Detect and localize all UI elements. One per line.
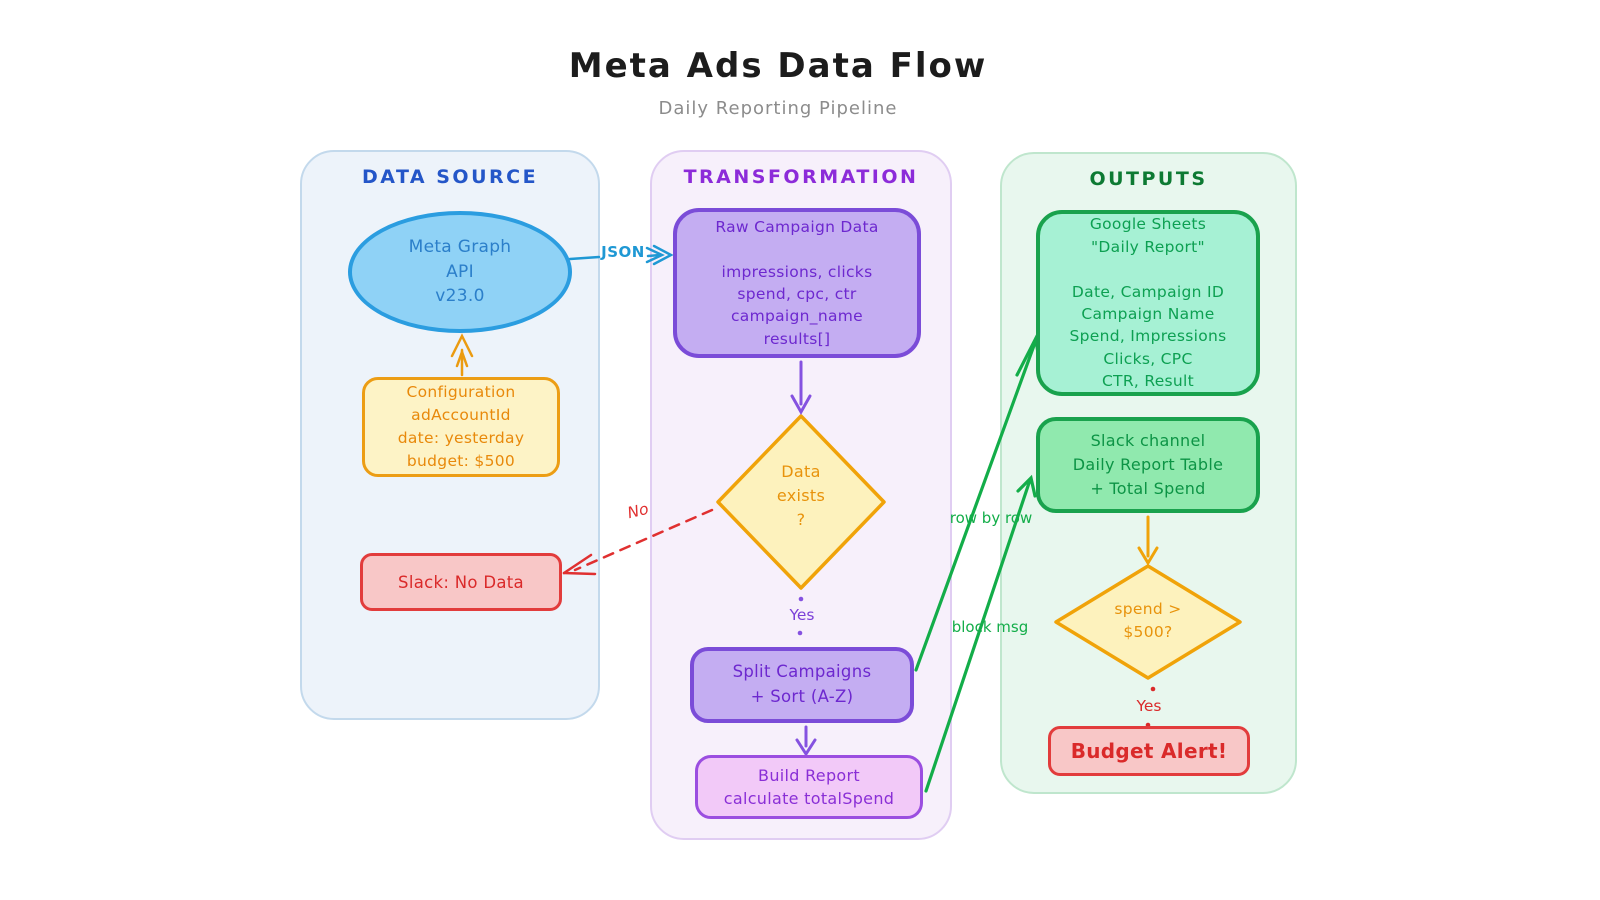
configuration-node: Configuration adAccountId date: yesterda… (362, 377, 560, 477)
data-source-header: DATA SOURCE (361, 166, 539, 188)
budget-alert-node: Budget Alert! (1048, 726, 1250, 776)
budget-alert-label: Budget Alert! (1070, 739, 1228, 763)
spend-check-label: spend > $500? (1114, 600, 1182, 642)
google-sheets-node: Google Sheets "Daily Report" Date, Campa… (1036, 210, 1260, 396)
diagram-title: Meta Ads Data Flow (568, 46, 988, 86)
edge-label-json: JSON (601, 243, 645, 261)
build-report-node: Build Report calculate totalSpend (695, 755, 923, 819)
build-report-label: Build Report calculate totalSpend (723, 765, 895, 808)
transformation-header: TRANSFORMATION (683, 166, 919, 188)
google-sheets-label: Google Sheets "Daily Report" Date, Campa… (1069, 215, 1227, 391)
split-campaigns-node: Split Campaigns + Sort (A-Z) (690, 647, 914, 723)
edge-label-block-msg: block msg (951, 618, 1029, 636)
configuration-label: Configuration adAccountId date: yesterda… (397, 382, 525, 471)
edge-label-row-by-row: row by row (949, 509, 1033, 527)
raw-campaign-data-label: Raw Campaign Data impressions, clicks sp… (715, 217, 879, 348)
slack-no-data-node: Slack: No Data (360, 553, 562, 611)
raw-campaign-data-node: Raw Campaign Data impressions, clicks sp… (673, 208, 921, 358)
api-label: Meta Graph API v23.0 (408, 237, 512, 307)
edge-label-yes-transformation: Yes (789, 606, 815, 624)
data-exists-label: Data exists ? (776, 462, 826, 529)
api-ellipse-node: Meta Graph API v23.0 (348, 211, 572, 333)
slack-channel-label: Slack channel Daily Report Table + Total… (1072, 431, 1224, 498)
diagram-subtitle: Daily Reporting Pipeline (658, 98, 898, 119)
slack-channel-node: Slack channel Daily Report Table + Total… (1036, 417, 1260, 513)
spend-check-label-wrap: spend > $500? (1088, 598, 1208, 645)
slack-no-data-label: Slack: No Data (398, 572, 524, 592)
split-campaigns-label: Split Campaigns + Sort (A-Z) (732, 662, 872, 706)
edge-label-yes-outputs: Yes (1136, 697, 1162, 715)
outputs-header: OUTPUTS (1089, 168, 1208, 190)
data-exists-label-wrap: Data exists ? (741, 460, 861, 532)
